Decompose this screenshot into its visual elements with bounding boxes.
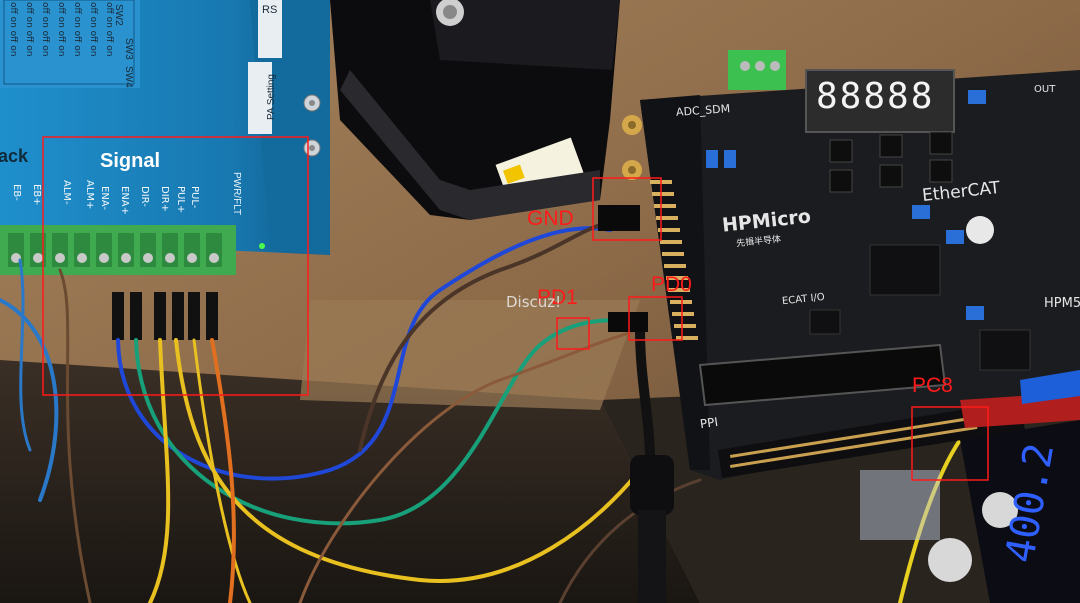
switch-row: off on off on bbox=[8, 2, 18, 57]
switch-row: off on off on bbox=[104, 2, 114, 57]
annotation-label-pd1: PD1 bbox=[537, 286, 578, 309]
stepper-driver bbox=[0, 0, 330, 275]
pin-label-ena-minus: ENA- bbox=[99, 186, 110, 211]
board-model-fragment: HPM5 bbox=[1044, 296, 1080, 311]
annotation-box-pd1 bbox=[556, 317, 590, 350]
driver-pwr-flt: PWR/FLT bbox=[231, 172, 242, 216]
driver-connector-plugs bbox=[112, 292, 218, 340]
annotation-box-pd0 bbox=[628, 296, 683, 341]
scope-probe bbox=[630, 329, 674, 603]
watermark: Discuz! bbox=[506, 293, 562, 311]
dev-board bbox=[598, 50, 1080, 480]
stepper-motor bbox=[330, 0, 620, 220]
wires bbox=[0, 220, 962, 603]
pin-label-alm-minus: ALM- bbox=[61, 180, 72, 205]
switch-row: off on off on bbox=[24, 2, 34, 57]
driver-signal-title: Signal bbox=[100, 150, 161, 172]
switch-row: off on off on bbox=[72, 2, 82, 57]
pin-label-ena-plus: ENA+ bbox=[119, 186, 130, 216]
board-out-label: OUT bbox=[1034, 84, 1056, 95]
annotation-box-pc8 bbox=[911, 406, 989, 481]
pin-label-pul-minus: PUL- bbox=[189, 186, 200, 209]
annotation-label-gnd: GND bbox=[527, 207, 574, 230]
board-ppi: PPI bbox=[699, 414, 719, 432]
annotation-box-gnd bbox=[592, 177, 662, 241]
box-edge bbox=[300, 300, 640, 410]
driver-pa-setting: PA Setting bbox=[266, 74, 277, 120]
pin-label-eb-minus: EB- bbox=[11, 184, 22, 201]
driver-back-fragment: ack bbox=[0, 146, 29, 166]
annotation-label-pd0: PD0 bbox=[651, 273, 692, 296]
switch-row: off on off on bbox=[56, 2, 66, 57]
pin-label-dir-minus: DIR- bbox=[139, 186, 150, 207]
seven-segment-display: 88888 bbox=[816, 76, 935, 117]
driver-rs: RS bbox=[262, 4, 278, 16]
dark-floor bbox=[0, 360, 700, 603]
pin-label-alm-plus: ALM+ bbox=[84, 180, 95, 210]
switch-row: off on off on bbox=[40, 2, 50, 57]
annotation-label-pc8: PC8 bbox=[912, 374, 953, 397]
switch-header-sw2: SW2 bbox=[113, 4, 124, 26]
pin-label-pul-plus: PUL+ bbox=[175, 186, 186, 214]
switch-row: off on off on bbox=[88, 2, 98, 57]
pin-label-dir-plus: DIR+ bbox=[159, 186, 170, 212]
power-supply bbox=[860, 420, 1080, 603]
annotation-box-signal bbox=[42, 136, 309, 396]
switch-header-sw4: SW4 bbox=[123, 66, 134, 88]
switch-header-sw3: SW3 bbox=[123, 38, 134, 60]
pin-label-eb-plus: EB+ bbox=[31, 184, 42, 206]
